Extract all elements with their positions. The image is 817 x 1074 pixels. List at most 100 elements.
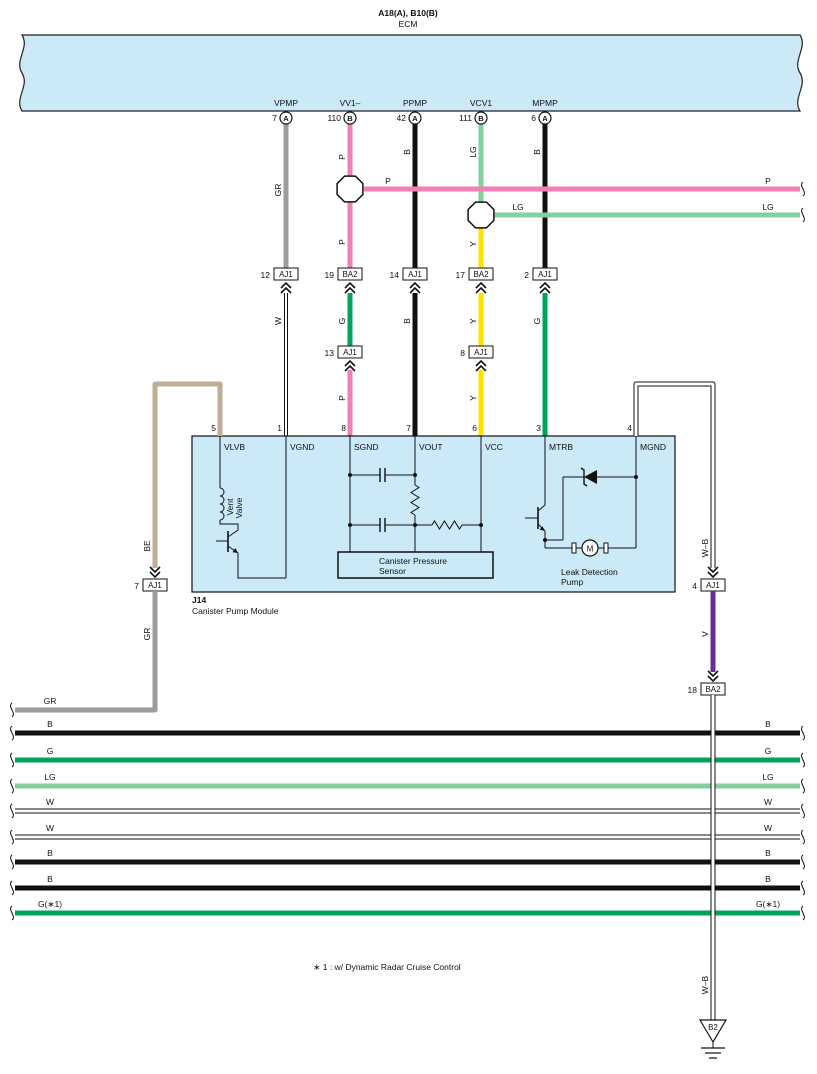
- module-pin-number: 6: [472, 423, 477, 433]
- module-terminal-label: SGND: [354, 442, 379, 452]
- bus-break-mark-left: [10, 829, 14, 845]
- ecm-wire-color-label: B: [532, 149, 542, 155]
- inline-connector-box: [337, 345, 363, 359]
- bus-break-mark-left: [10, 752, 14, 768]
- module-terminal-label: VLVB: [224, 442, 245, 452]
- bus-break-mark-left: [10, 905, 14, 921]
- bus-break-mark-right: [801, 803, 805, 819]
- ecm-connector-circle: [343, 111, 357, 125]
- module-terminal-label: VOUT: [419, 442, 443, 452]
- junction-chevron: [539, 286, 551, 294]
- bus-wire-label-right: B: [765, 719, 771, 729]
- right-branch-upper-wire: [634, 382, 715, 568]
- bus-wire-label-left: G(∗1): [38, 899, 62, 909]
- left-branch-lower-wire: [15, 591, 158, 713]
- sensor-resistor-vertical: [410, 484, 420, 516]
- ecm-terminal-label: VPMP: [274, 98, 298, 108]
- ecm-connector-letter: A: [542, 114, 548, 123]
- splice-point-pink: [336, 175, 364, 203]
- ecm-connector-letter: B: [347, 114, 353, 123]
- ecm-connector-circle: [408, 111, 422, 125]
- vent-valve-coil: [219, 487, 225, 521]
- right-branch-middle-label: V: [700, 631, 710, 637]
- left-branch-upper-wire: [152, 381, 223, 568]
- junction-dot: [348, 523, 352, 527]
- inline-chevron: [344, 359, 356, 367]
- ecm-pin-number: 7: [272, 113, 277, 123]
- junction-wire-color-label: G: [337, 318, 347, 325]
- junction-connector-label: BA2: [473, 270, 489, 279]
- ground-point-icon: [698, 1019, 728, 1044]
- right-branch-chevron: [707, 675, 719, 683]
- bus-wire-label-left: W: [46, 823, 54, 833]
- motor-symbol-label: M: [587, 545, 594, 554]
- junction-connector-label: BA2: [342, 270, 358, 279]
- module-pin-number: 4: [627, 423, 632, 433]
- ecm-connector-letter: A: [283, 114, 289, 123]
- junction-wire-color-label: G: [532, 318, 542, 325]
- module-terminal-label: MGND: [640, 442, 666, 452]
- junction-dot: [413, 473, 417, 477]
- junction-chevron: [539, 281, 551, 289]
- bus-wire-label-left: B: [47, 848, 53, 858]
- pink-branch-break-mark: [801, 181, 805, 197]
- bus-wire-label-right: LG: [762, 772, 773, 782]
- module-pin-number: 8: [341, 423, 346, 433]
- inline-connector-pin-number: 13: [325, 348, 335, 358]
- junction-chevron: [475, 286, 487, 294]
- junction-connector-box: [468, 267, 494, 281]
- ecm-wire-color-label: LG: [468, 146, 478, 157]
- right-branch-connector-2-pin-number: 18: [688, 685, 698, 695]
- module-pin-number: 7: [406, 423, 411, 433]
- junction-connector-pin-number: 17: [456, 270, 466, 280]
- left-branch-chevron: [149, 566, 161, 574]
- pink-branch-end-label: P: [765, 176, 771, 186]
- ecm-pin-number: 6: [531, 113, 536, 123]
- bus-wire-label-right: B: [765, 848, 771, 858]
- inline-chevron: [475, 364, 487, 372]
- junction-wire-color-label: Y: [468, 318, 478, 324]
- vent-transistor-collector: [219, 520, 239, 538]
- module-pin-number: 1: [277, 423, 282, 433]
- pink-lower-label: P: [337, 239, 347, 245]
- left-branch-connector-pin-number: 7: [134, 581, 139, 591]
- module-terminal-label: VCC: [485, 442, 503, 452]
- inline-connector-label: AJ1: [474, 348, 488, 357]
- bus-wire-label-left: G: [47, 746, 54, 756]
- junction-connector-box: [273, 267, 299, 281]
- junction-connector-pin-number: 12: [261, 270, 271, 280]
- junction-chevron: [280, 286, 292, 294]
- vent-transistor-arrow: [232, 548, 238, 553]
- bus-wire-label-right: G(∗1): [756, 899, 780, 909]
- module-pin-number: 3: [536, 423, 541, 433]
- inline-connector-pin-number: 8: [460, 348, 465, 358]
- inline-wire-color-label: Y: [468, 395, 478, 401]
- bus-break-mark-left: [10, 778, 14, 794]
- junction-dot: [413, 523, 417, 527]
- bus-break-mark-right: [801, 725, 805, 741]
- right-branch-connector-2-label: BA2: [705, 685, 721, 694]
- module-name: Canister Pump Module: [192, 606, 279, 616]
- ecm-connector-circle: [538, 111, 552, 125]
- junction-connector-box: [337, 267, 363, 281]
- junction-chevron: [280, 281, 292, 289]
- bus-break-mark-right: [801, 778, 805, 794]
- inline-wire-color-label: P: [337, 395, 347, 401]
- junction-dot: [634, 475, 638, 479]
- ecm-wire-color-label: GR: [273, 184, 283, 197]
- inline-connector-label: AJ1: [343, 348, 357, 357]
- junction-connector-label: AJ1: [408, 270, 422, 279]
- module-id: J14: [192, 595, 206, 605]
- right-branch-connector-pin-number: 4: [692, 581, 697, 591]
- vent-valve-label: Valve: [234, 497, 244, 518]
- ecm-box: [19, 34, 803, 112]
- bus-wire-label-right: W: [764, 823, 772, 833]
- ecm-pin-number: 42: [397, 113, 407, 123]
- junction-connector-pin-number: 19: [325, 270, 335, 280]
- lg-branch-label: LG: [512, 202, 523, 212]
- junction-connector-label: AJ1: [538, 270, 552, 279]
- yellow-lower-label: Y: [468, 241, 478, 247]
- left-branch-upper-label: BE: [142, 540, 152, 552]
- splice-point-lg: [467, 201, 495, 229]
